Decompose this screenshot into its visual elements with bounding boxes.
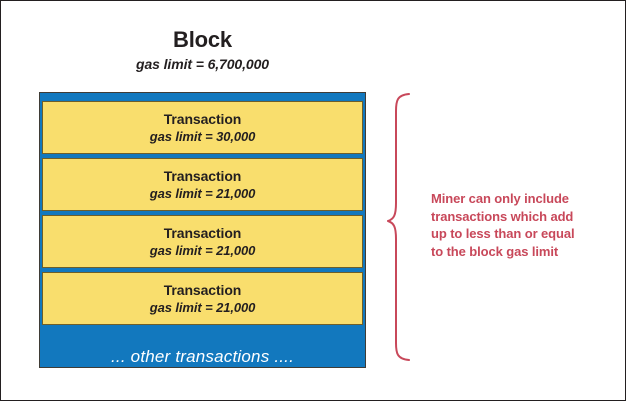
curly-brace-icon bbox=[387, 91, 429, 363]
transaction-row: Transaction gas limit = 21,000 bbox=[42, 272, 363, 325]
annotation-line: transactions which add bbox=[431, 208, 574, 224]
transaction-row: Transaction gas limit = 21,000 bbox=[42, 158, 363, 211]
annotation-line: Miner can only include bbox=[431, 191, 569, 206]
other-transactions-label: ... other transactions .... bbox=[110, 347, 295, 366]
transaction-row: Transaction gas limit = 30,000 bbox=[42, 101, 363, 154]
transaction-row: Transaction gas limit = 21,000 bbox=[42, 215, 363, 268]
annotation-line: up to less than or equal bbox=[431, 226, 575, 241]
annotation-text: Miner can only include transactions whic… bbox=[431, 190, 611, 260]
transaction-label: Transaction bbox=[163, 168, 242, 184]
block-gas-limit-label: gas limit = 6,700,000 bbox=[136, 56, 269, 72]
annotation-line: to the block gas limit bbox=[431, 243, 559, 259]
transaction-gas-limit: gas limit = 21,000 bbox=[149, 186, 256, 201]
transaction-gas-limit: gas limit = 21,000 bbox=[149, 243, 256, 258]
page-title: Block bbox=[173, 27, 232, 52]
other-transactions-block: ... other transactions .... bbox=[42, 346, 363, 367]
block-container: Transaction gas limit = 30,000 Transacti… bbox=[39, 92, 366, 368]
transaction-gas-limit: gas limit = 30,000 bbox=[149, 129, 256, 144]
block-title-area: Block gas limit = 6,700,000 bbox=[39, 27, 366, 73]
transaction-label: Transaction bbox=[163, 282, 242, 298]
transaction-gas-limit: gas limit = 21,000 bbox=[149, 300, 256, 315]
transaction-label: Transaction bbox=[163, 225, 242, 241]
transaction-label: Transaction bbox=[163, 111, 242, 127]
